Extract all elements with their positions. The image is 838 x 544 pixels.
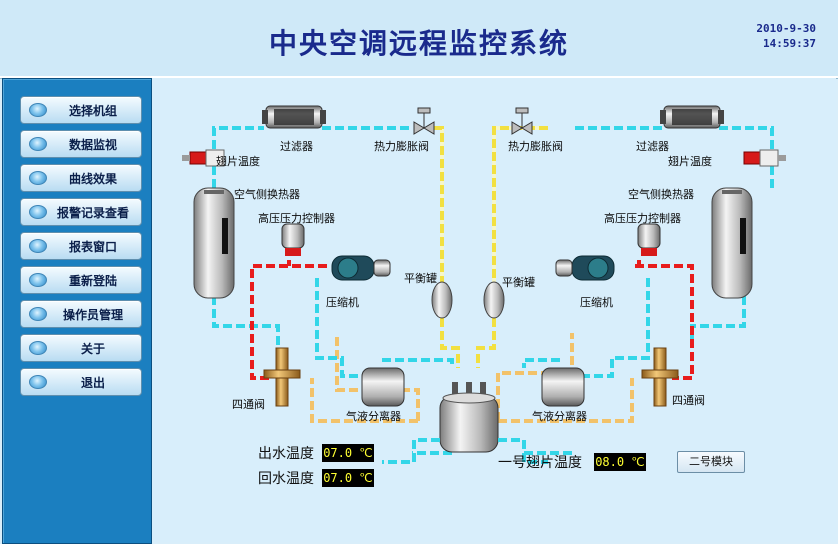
nav-label: 报表窗口 [68, 240, 117, 254]
nav-label: 退出 [80, 376, 105, 390]
nav-relogin-button[interactable]: 重新登陆 [20, 266, 142, 294]
fin-temp-label-right: 翅片温度 [668, 155, 712, 168]
filter-label-left: 过滤器 [280, 140, 313, 153]
header: 中央空调远程监控系统 2010-9-30 14:59:37 [0, 0, 838, 78]
return-temp-label: 回水温度 [258, 471, 314, 487]
nav-alarm-log-button[interactable]: 报警记录查看 [20, 198, 142, 226]
fin1-temp-value: 08.0 ℃ [594, 453, 646, 471]
page-title: 中央空调远程监控系统 [268, 27, 569, 60]
nav-operator-button[interactable]: 操作员管理 [20, 300, 142, 328]
compressor-label-right: 压缩机 [580, 296, 613, 309]
orb-icon [29, 205, 47, 219]
nav-label: 操作员管理 [62, 308, 123, 322]
air-hx-label-left: 空气侧换热器 [234, 188, 300, 201]
nav-label: 关于 [80, 342, 105, 356]
sidebar: 选择机组 数据监视 曲线效果 报警记录查看 报表窗口 重新登陆 操作员管理 关于… [2, 78, 152, 544]
orb-icon [29, 341, 47, 355]
outlet-temp-label: 出水温度 [258, 446, 314, 462]
separator-label-right: 气液分离器 [532, 410, 587, 423]
orb-icon [29, 375, 47, 389]
air-hx-label-right: 空气侧换热器 [628, 188, 694, 201]
nav-report-button[interactable]: 报表窗口 [20, 232, 142, 260]
nav-label: 曲线效果 [68, 172, 117, 186]
time-display: 14:59:37 [763, 37, 816, 50]
nav-label: 报警记录查看 [56, 206, 129, 220]
return-temp-value: 07.0 ℃ [322, 469, 374, 487]
outlet-temp-value: 07.0 ℃ [322, 444, 374, 462]
nav-label: 重新登陆 [68, 274, 117, 288]
filter-label-right: 过滤器 [636, 140, 669, 153]
expansion-valve-label-right: 热力膨胀阀 [508, 140, 563, 153]
nav-label: 选择机组 [68, 104, 117, 118]
balance-tank-label-left: 平衡罐 [404, 272, 437, 285]
hp-switch-label-left: 高压压力控制器 [258, 212, 335, 225]
fin-temp-label-left: 翅片温度 [216, 155, 260, 168]
hp-switch-label-right: 高压压力控制器 [604, 212, 681, 225]
orb-icon [29, 171, 47, 185]
nav-about-button[interactable]: 关于 [20, 334, 142, 362]
separator-label-left: 气液分离器 [346, 410, 401, 423]
date-display: 2010-9-30 [756, 22, 816, 35]
system-diagram-panel: 过滤器 过滤器 热力膨胀阀 热力膨胀阀 翅片温度 翅片温度 空气侧换热器 空气侧… [152, 78, 836, 542]
expansion-valve-label-left: 热力膨胀阀 [374, 140, 429, 153]
orb-icon [29, 239, 47, 253]
orb-icon [29, 103, 47, 117]
balance-tank-label-right: 平衡罐 [502, 276, 535, 289]
nav-label: 数据监视 [68, 138, 117, 152]
module-2-button[interactable]: 二号模块 [677, 451, 745, 473]
four-way-valve-label-left: 四通阀 [232, 398, 265, 411]
orb-icon [29, 273, 47, 287]
piping-diagram [182, 105, 786, 464]
orb-icon [29, 307, 47, 321]
fin1-temp-label: 一号翅片温度 [498, 455, 582, 471]
nav-select-unit-button[interactable]: 选择机组 [20, 96, 142, 124]
orb-icon [29, 137, 47, 151]
nav-exit-button[interactable]: 退出 [20, 368, 142, 396]
compressor-label-left: 压缩机 [326, 296, 359, 309]
nav-curve-button[interactable]: 曲线效果 [20, 164, 142, 192]
nav-data-monitor-button[interactable]: 数据监视 [20, 130, 142, 158]
four-way-valve-label-right: 四通阀 [672, 394, 705, 407]
